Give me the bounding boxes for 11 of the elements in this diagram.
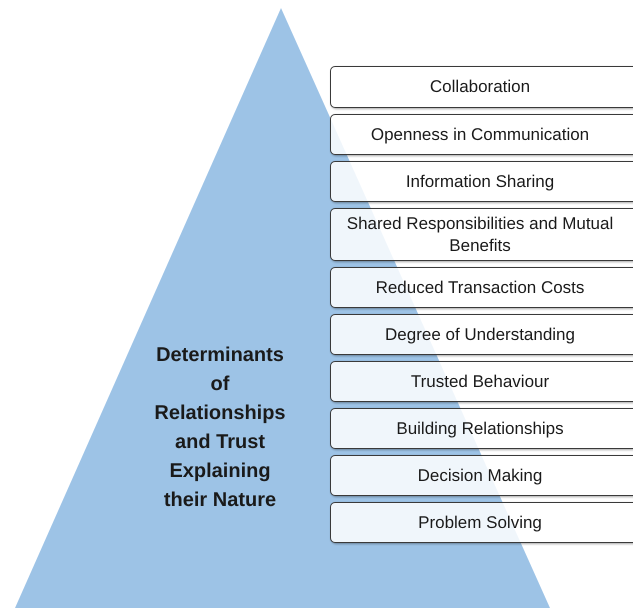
factor-box: Trusted Behaviour [330,361,633,402]
factor-box: Collaboration [330,66,633,108]
factor-box: Decision Making [330,455,633,496]
factor-box: Reduced Transaction Costs [330,267,633,308]
factor-box: Degree of Understanding [330,314,633,355]
factor-box: Shared Responsibilities and Mutual Benefits [330,208,633,261]
factor-box: Problem Solving [330,502,633,543]
factor-box: Building Relationships [330,408,633,449]
pyramid-title: Determinants of Relationships and Trust Explaining their Nature [153,343,287,513]
factor-box: Openness in Communication [330,114,633,155]
factor-box: Information Sharing [330,161,633,202]
